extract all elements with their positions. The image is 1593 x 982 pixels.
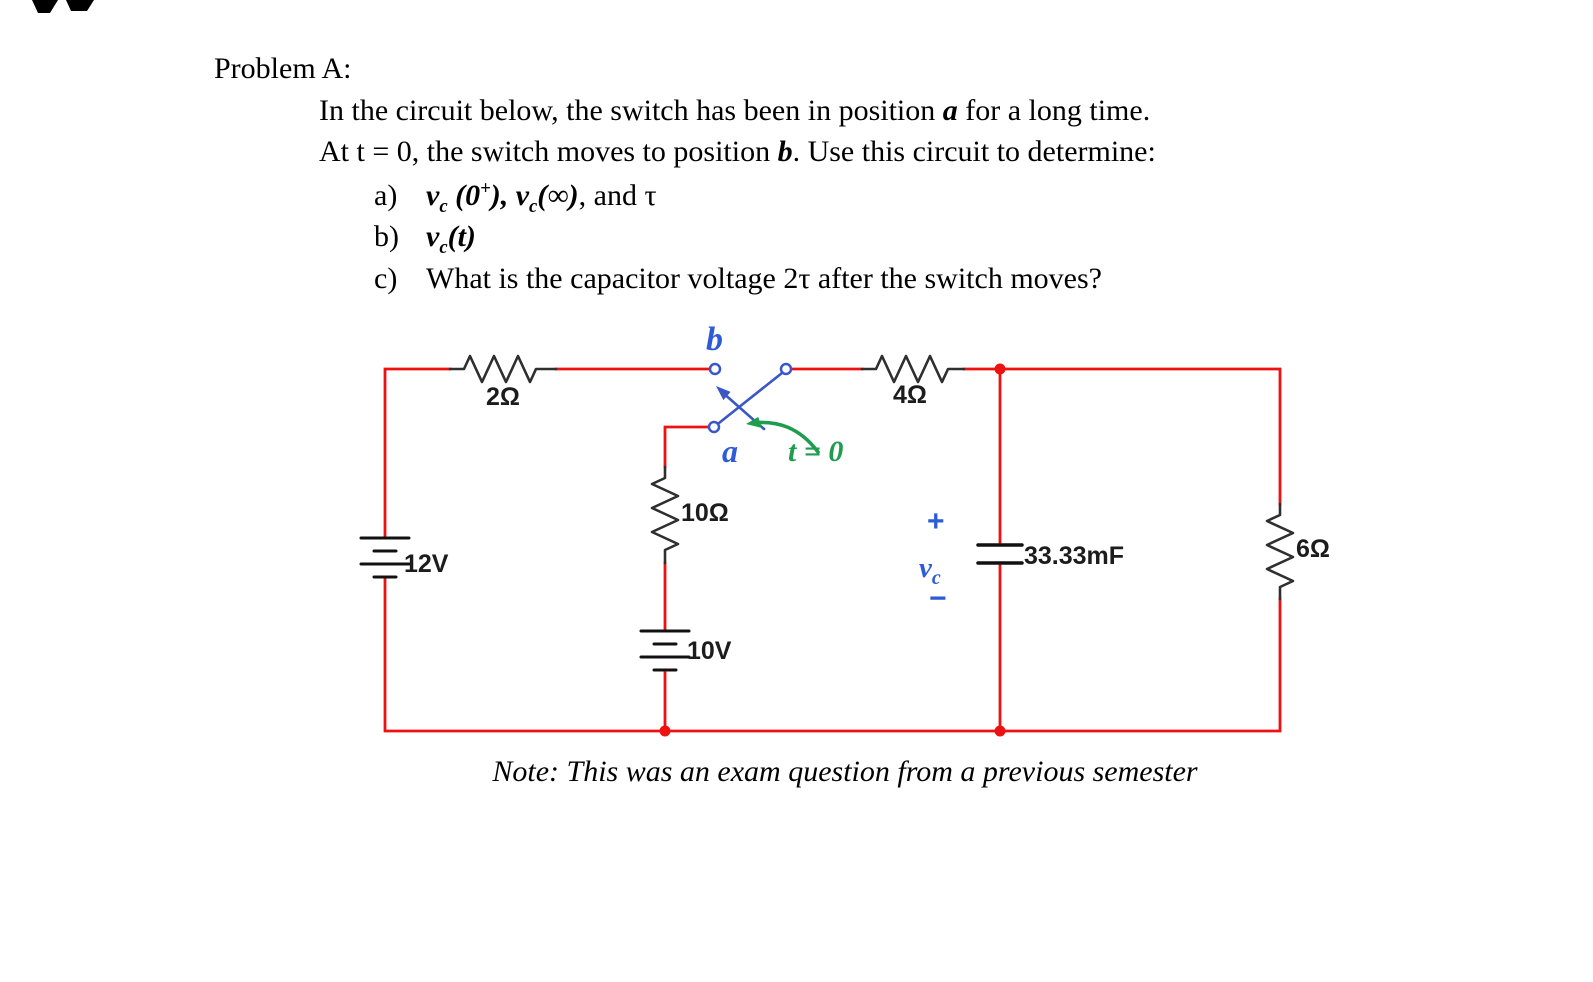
vcinf-term: vc(∞) (515, 179, 579, 217)
capacitor-value-label: 33.33mF (1024, 542, 1124, 570)
wire-top-right (962, 367, 1282, 506)
wire-bottom (383, 576, 1282, 733)
resistor-10ohm-label: 10Ω (681, 499, 729, 527)
vc-minus-sign: − (929, 582, 947, 615)
item-c-text: What is the capacitor voltage 2τ after t… (426, 262, 1102, 295)
vct-term: vc(t) (426, 220, 476, 258)
intro-line-1: In the circuit below, the switch has bee… (319, 94, 1150, 128)
resistor-10ohm-symbol (650, 465, 680, 565)
node-bottom-10v (659, 725, 671, 737)
battery-10v-symbol (639, 629, 691, 672)
intro-line-1-post: for a long time. (957, 94, 1151, 127)
problem-item-c: c) What is the capacitor voltage 2τ after… (374, 262, 1102, 296)
item-b-label: b) (374, 220, 399, 253)
t0-label: t = 0 (788, 435, 843, 468)
battery-10v-label: 10V (687, 637, 732, 665)
resistor-6ohm-label: 6Ω (1296, 535, 1330, 563)
note-text: Note: This was an exam question from a p… (492, 755, 1198, 788)
vc-plus-sign: + (927, 505, 945, 538)
wire-a-branch-top (663, 425, 711, 469)
problem-title: Problem A: (214, 52, 352, 85)
resistor-2ohm-symbol (448, 354, 558, 384)
switch-position-a-label: a (722, 433, 738, 469)
item-a-tail: , and τ (578, 179, 657, 212)
switch-contact-a (707, 420, 721, 434)
battery-12v-label: 12V (404, 550, 449, 578)
switch-position-b-label: b (706, 321, 723, 358)
intro-line-1-pre: In the circuit below, the switch has bee… (319, 94, 943, 127)
switch-contact-pole (779, 362, 793, 376)
node-bottom-capacitor (994, 725, 1006, 737)
problem-item-b: b) vc(t) (374, 220, 476, 259)
cropped-text-artifact (32, 0, 94, 13)
vc0-term: vc (0+), (426, 178, 516, 217)
wire-left-top (383, 367, 452, 539)
position-b-emphasis: b (777, 135, 793, 168)
node-top-capacitor (994, 363, 1006, 375)
t0-arrowhead-icon (746, 416, 762, 428)
capacitor-symbol (976, 543, 1024, 565)
position-a-emphasis: a (942, 94, 958, 127)
item-a-label: a) (374, 179, 398, 212)
intro-line-2: At t = 0, the switch moves to position b… (319, 135, 1156, 169)
item-c-label: c) (374, 262, 398, 295)
switch-arm (717, 371, 784, 425)
resistor-2ohm-label: 2Ω (486, 383, 520, 411)
intro-line-2-pre: At t = 0, the switch moves to position (319, 135, 778, 168)
resistor-6ohm-symbol (1265, 502, 1295, 601)
problem-item-a: a) vc (0+), vc(∞), and τ (374, 178, 657, 218)
vc-label: vc (919, 552, 941, 589)
intro-line-2-post: . Use this circuit to determine: (792, 135, 1156, 168)
switch-motion-arrowhead-icon (716, 386, 731, 401)
resistor-4ohm-label: 4Ω (893, 381, 927, 409)
switch-contact-b (708, 362, 722, 376)
resistor-4ohm-symbol (860, 354, 966, 384)
battery-12v-symbol (359, 536, 411, 579)
